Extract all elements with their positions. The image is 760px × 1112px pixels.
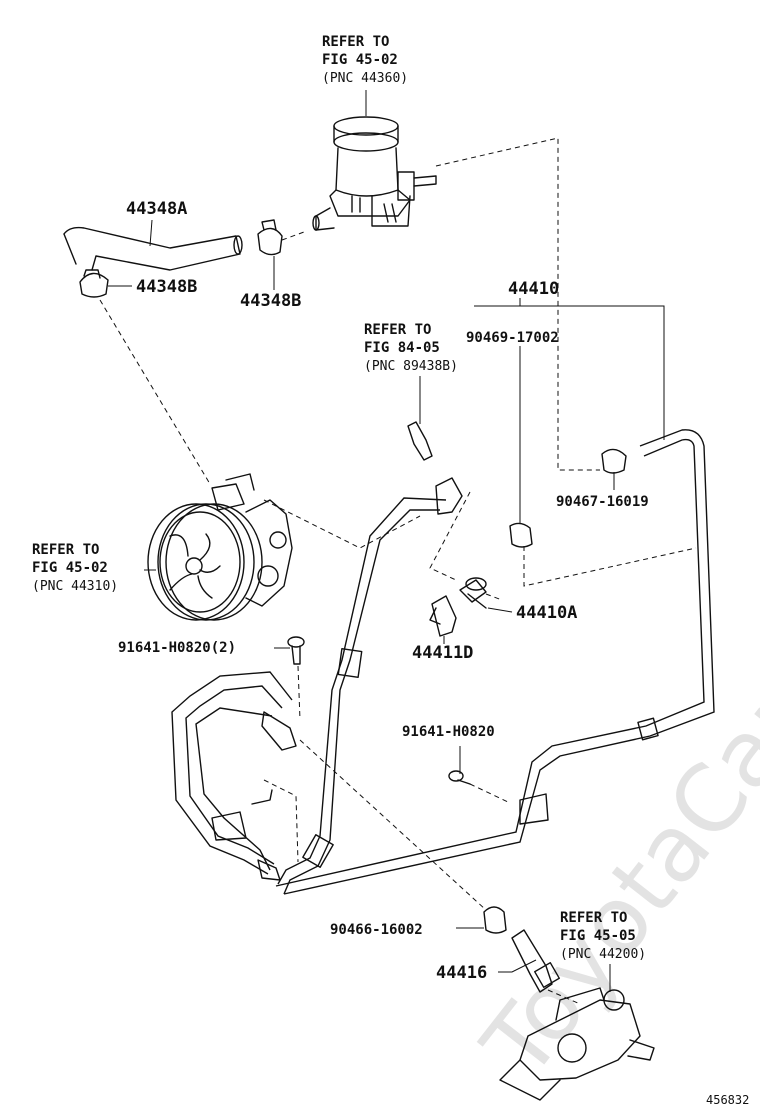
svg-text:(PNC 44200): (PNC 44200) — [560, 947, 646, 962]
tube-clip-lower — [483, 906, 507, 934]
hose-clamp-left — [79, 269, 109, 298]
inlet-hose — [63, 226, 243, 271]
svg-text:REFER TO: REFER TO — [560, 910, 627, 926]
label-44348B-right: 44348B — [240, 291, 301, 311]
reference-gear: REFER TO FIG 45-05 (PNC 44200) — [560, 910, 646, 962]
svg-text:(PNC 44360): (PNC 44360) — [322, 71, 408, 86]
svg-text:FIG 45-02: FIG 45-02 — [32, 560, 108, 576]
dashed-guides — [99, 137, 697, 1005]
leader-lines — [108, 90, 665, 992]
bracket-bolt-2-icon — [448, 770, 471, 785]
power-steering-pump-icon — [147, 473, 293, 621]
label-91641-H0820-2: 91641-H0820(2) — [118, 640, 236, 656]
svg-text:FIG 45-02: FIG 45-02 — [322, 52, 398, 68]
svg-text:REFER TO: REFER TO — [364, 322, 431, 338]
label-90469-17002: 90469-17002 — [466, 330, 559, 346]
label-44348A: 44348A — [126, 199, 187, 219]
svg-text:FIG 45-05: FIG 45-05 — [560, 928, 636, 944]
label-91641-H0820: 91641-H0820 — [402, 724, 495, 740]
reference-sensor: REFER TO FIG 84-05 (PNC 89438B) — [364, 322, 458, 374]
svg-text:(PNC 89438B): (PNC 89438B) — [364, 359, 458, 374]
label-44348B-left: 44348B — [136, 277, 197, 297]
svg-text:REFER TO: REFER TO — [32, 542, 99, 558]
label-90467-16019: 90467-16019 — [556, 494, 649, 510]
pump-bolt-icon — [287, 636, 305, 665]
clamp-bracket-icon — [429, 595, 457, 637]
union-seal-icon — [511, 929, 560, 993]
label-44411D: 44411D — [412, 643, 473, 663]
reservoir-icon — [312, 116, 437, 231]
label-44410A: 44410A — [516, 603, 577, 623]
label-90466-16002: 90466-16002 — [330, 922, 423, 938]
steering-gear-icon — [499, 987, 655, 1101]
svg-text:FIG 84-05: FIG 84-05 — [364, 340, 440, 356]
pressure-sensor-icon — [407, 421, 463, 515]
svg-text:(PNC 44310): (PNC 44310) — [32, 579, 118, 594]
bracket-bolt-icon — [459, 577, 487, 609]
tube-clip-return — [601, 448, 627, 474]
figure-id: 456832 — [706, 1093, 749, 1107]
reference-pump: REFER TO FIG 45-02 (PNC 44310) — [32, 542, 118, 594]
label-44410: 44410 — [508, 279, 559, 299]
hose-clamp-right — [257, 219, 283, 256]
pressure-tube — [171, 429, 715, 895]
svg-text:REFER TO: REFER TO — [322, 34, 389, 50]
label-44416: 44416 — [436, 963, 487, 983]
reference-reservoir: REFER TO FIG 45-02 (PNC 44360) — [322, 34, 408, 86]
tube-clip-upper — [509, 522, 533, 548]
